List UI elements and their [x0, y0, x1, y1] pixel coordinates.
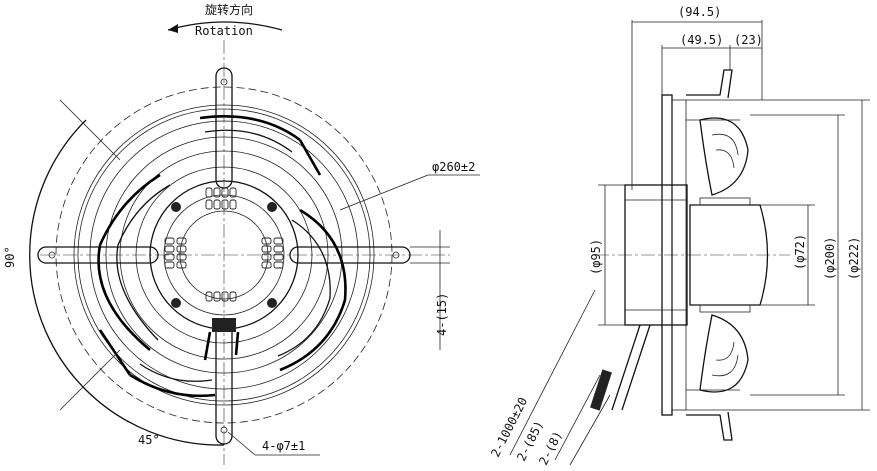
hub-circle: [179, 210, 269, 300]
angle-90-label: 90°: [3, 246, 17, 268]
guard-frame: [671, 99, 687, 411]
guard-ring-4: [119, 150, 329, 360]
depth-b-label: (49.5): [680, 33, 723, 47]
guard-ring-3: [105, 136, 343, 374]
diameter-leader: [339, 174, 429, 211]
front-cable-leads: [203, 331, 240, 361]
cable-1: [611, 324, 641, 411]
depth-c-label: (23): [734, 33, 763, 47]
cable-gland: [212, 318, 236, 332]
motor-inner: [163, 194, 285, 316]
side-blade-bottom-detail: [711, 341, 739, 377]
blade-2-inner: [204, 129, 293, 153]
blade-3-inner: [277, 219, 331, 357]
blade-4-inner: [139, 363, 213, 382]
blade-2: [199, 115, 322, 176]
mount-hole-left: [48, 251, 56, 259]
bottom-bracket: [686, 411, 733, 441]
motor-bolt-2: [267, 202, 277, 212]
rotation-label-en: Rotation: [195, 24, 253, 38]
overall-depth-label: (94.5): [678, 5, 721, 19]
blade-1-inner: [116, 184, 171, 341]
side-view: [509, 20, 870, 466]
cable-end: [590, 369, 612, 411]
angle-90-ext-bottom: [59, 349, 121, 411]
blade-4: [98, 329, 216, 398]
cable-dim-total: [509, 289, 596, 456]
cable-2: [621, 324, 651, 411]
side-blade-top-detail: [711, 133, 739, 169]
guard-ring-5: [135, 166, 313, 344]
angle-90-arc: [29, 119, 87, 391]
motor-body: [624, 184, 688, 326]
rotation-arrow-arc: [167, 21, 283, 31]
top-bracket: [686, 69, 733, 99]
guard-ring-outer: [73, 104, 375, 406]
rotation-arrowhead: [168, 24, 178, 33]
guard-dia-label: (φ222): [847, 237, 861, 280]
motor-bolt-3: [171, 298, 181, 308]
impeller-dia-label: (φ200): [823, 237, 837, 280]
outer-diameter-label: φ260±2: [432, 160, 475, 174]
angle-45-label: 45°: [138, 433, 160, 447]
side-blade-bottom: [699, 314, 749, 393]
guard-ring-outer-inner: [77, 108, 371, 402]
holes-label: 4-φ7±1: [262, 439, 305, 453]
blade-1: [97, 173, 161, 351]
motor-bolt-4: [267, 298, 277, 308]
mount-arm-left: [37, 246, 159, 264]
rotation-label-cn: 旋转方向: [205, 2, 253, 17]
hub-ring-top: [699, 197, 751, 206]
vent-slots: [164, 187, 284, 302]
cable-dim-a: [554, 374, 601, 461]
mount-arm-right: [289, 246, 411, 264]
mount-hole-bottom: [220, 426, 228, 434]
angle-90-ext-top: [59, 99, 121, 161]
mount-hole-top: [220, 78, 228, 86]
guard-ring-2: [89, 120, 359, 390]
hub-dia-label: (φ72): [793, 234, 807, 270]
mount-hole-right: [392, 251, 400, 259]
cable-dim-b: [569, 394, 611, 466]
slot-label: 4-(15): [435, 293, 449, 336]
holes-leader: [227, 431, 256, 456]
angle-45-arc: [85, 389, 225, 446]
hub-ring-bottom: [699, 304, 751, 313]
motor-bolt-1: [171, 202, 181, 212]
side-blade-top: [699, 117, 749, 196]
motor-dia-label: (φ95): [589, 239, 603, 275]
front-view: [29, 21, 480, 465]
outer-diameter-circle: [55, 86, 393, 424]
